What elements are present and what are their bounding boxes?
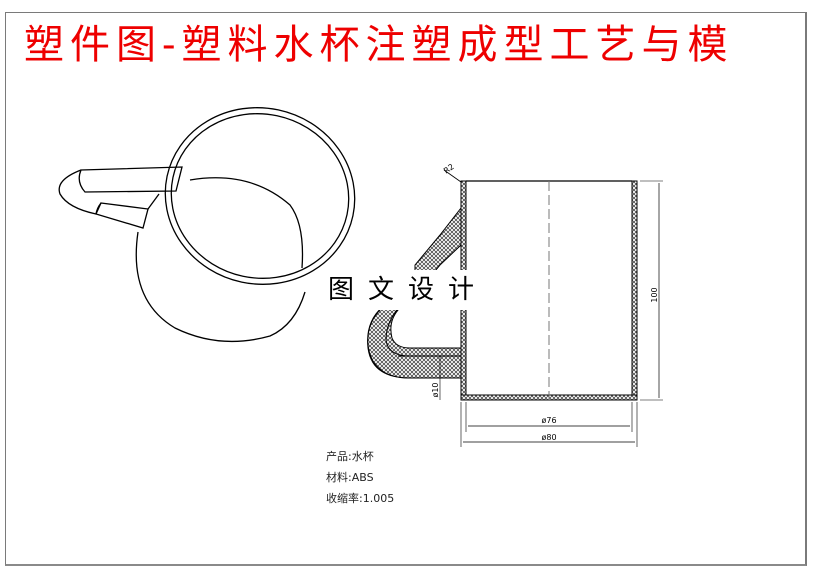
handle-dimension: ø10 <box>431 382 440 397</box>
technical-notes: 产品:水杯 材料:ABS 收缩率:1.005 <box>326 446 394 509</box>
isometric-view <box>58 107 356 343</box>
note-shrinkage: 收缩率:1.005 <box>326 492 395 505</box>
watermark-text: 图文设计 <box>322 270 502 310</box>
drawing-frame <box>5 12 807 566</box>
height-dimension: 100 <box>650 287 659 302</box>
inner-diameter-dimension: ø76 <box>541 416 556 425</box>
outer-diameter-dimension: ø80 <box>541 433 556 442</box>
drawing-title: 塑件图-塑料水杯注塑成型工艺与模 <box>24 22 734 68</box>
note-product: 产品:水杯 <box>326 450 374 463</box>
note-material: 材料:ABS <box>326 471 374 484</box>
fillet-dimension: R2 <box>442 162 456 175</box>
